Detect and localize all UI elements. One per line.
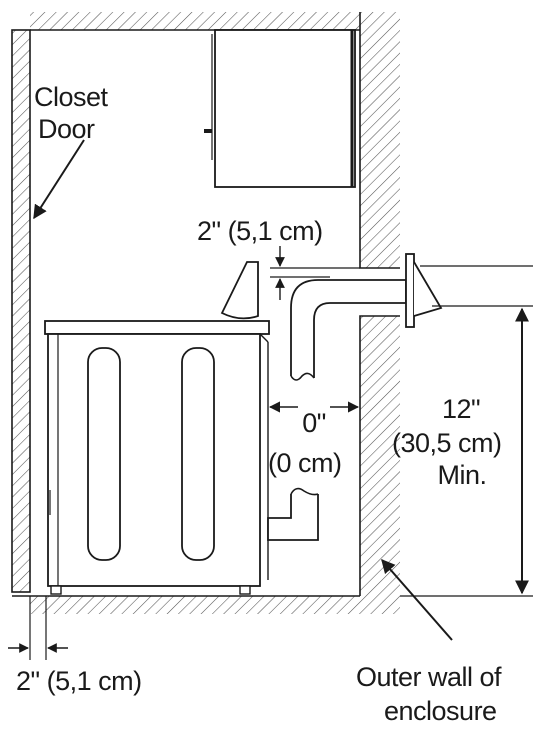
dryer-body [47,333,261,587]
ceiling-hatch [30,12,360,30]
outer-wall-pointer [381,558,453,641]
dryer-window-left [87,347,121,561]
vent-height-label-cm: (30,5 cm) [392,428,502,458]
vent-height-label-in: 12" [441,394,481,424]
upper-cabinet-knob [204,129,212,133]
upper-cabinet [214,29,356,188]
outer-wall-label-line2: enclosure [384,696,497,726]
wall-vent-cap [413,261,443,317]
lower-duct-end [290,487,319,496]
lower-duct [267,494,319,541]
dryer-top-panel [44,320,270,335]
dryer-foot-right [239,585,251,595]
top-clearance-label: 2" (5,1 cm) [197,216,323,246]
dryer-window-right [181,347,215,561]
floor-hatch [30,596,360,614]
vent-hood [220,261,259,320]
bottom-clearance-label: 2" (5,1 cm) [16,666,142,696]
closet-door-label-line1: Closet [34,82,108,112]
vent-height-label-min: Min. [437,460,487,490]
dryer-side-edge [259,333,269,343]
outer-wall-label-line1: Outer wall of [356,662,502,692]
outer-wall-upper [360,12,400,268]
side-clearance-label-cm: (0 cm) [268,448,342,478]
outer-wall-lower [360,316,400,614]
dryer-foot-left [50,585,62,595]
upper-duct-end [290,372,315,381]
closet-door-wall [11,29,31,593]
closet-door-pointer [33,139,85,220]
closet-door-label-line2: Door [38,114,95,144]
side-clearance-label-in: 0" [302,408,326,438]
outer-wall-lower-edge [359,315,400,596]
wall-vent-flange [405,253,415,328]
